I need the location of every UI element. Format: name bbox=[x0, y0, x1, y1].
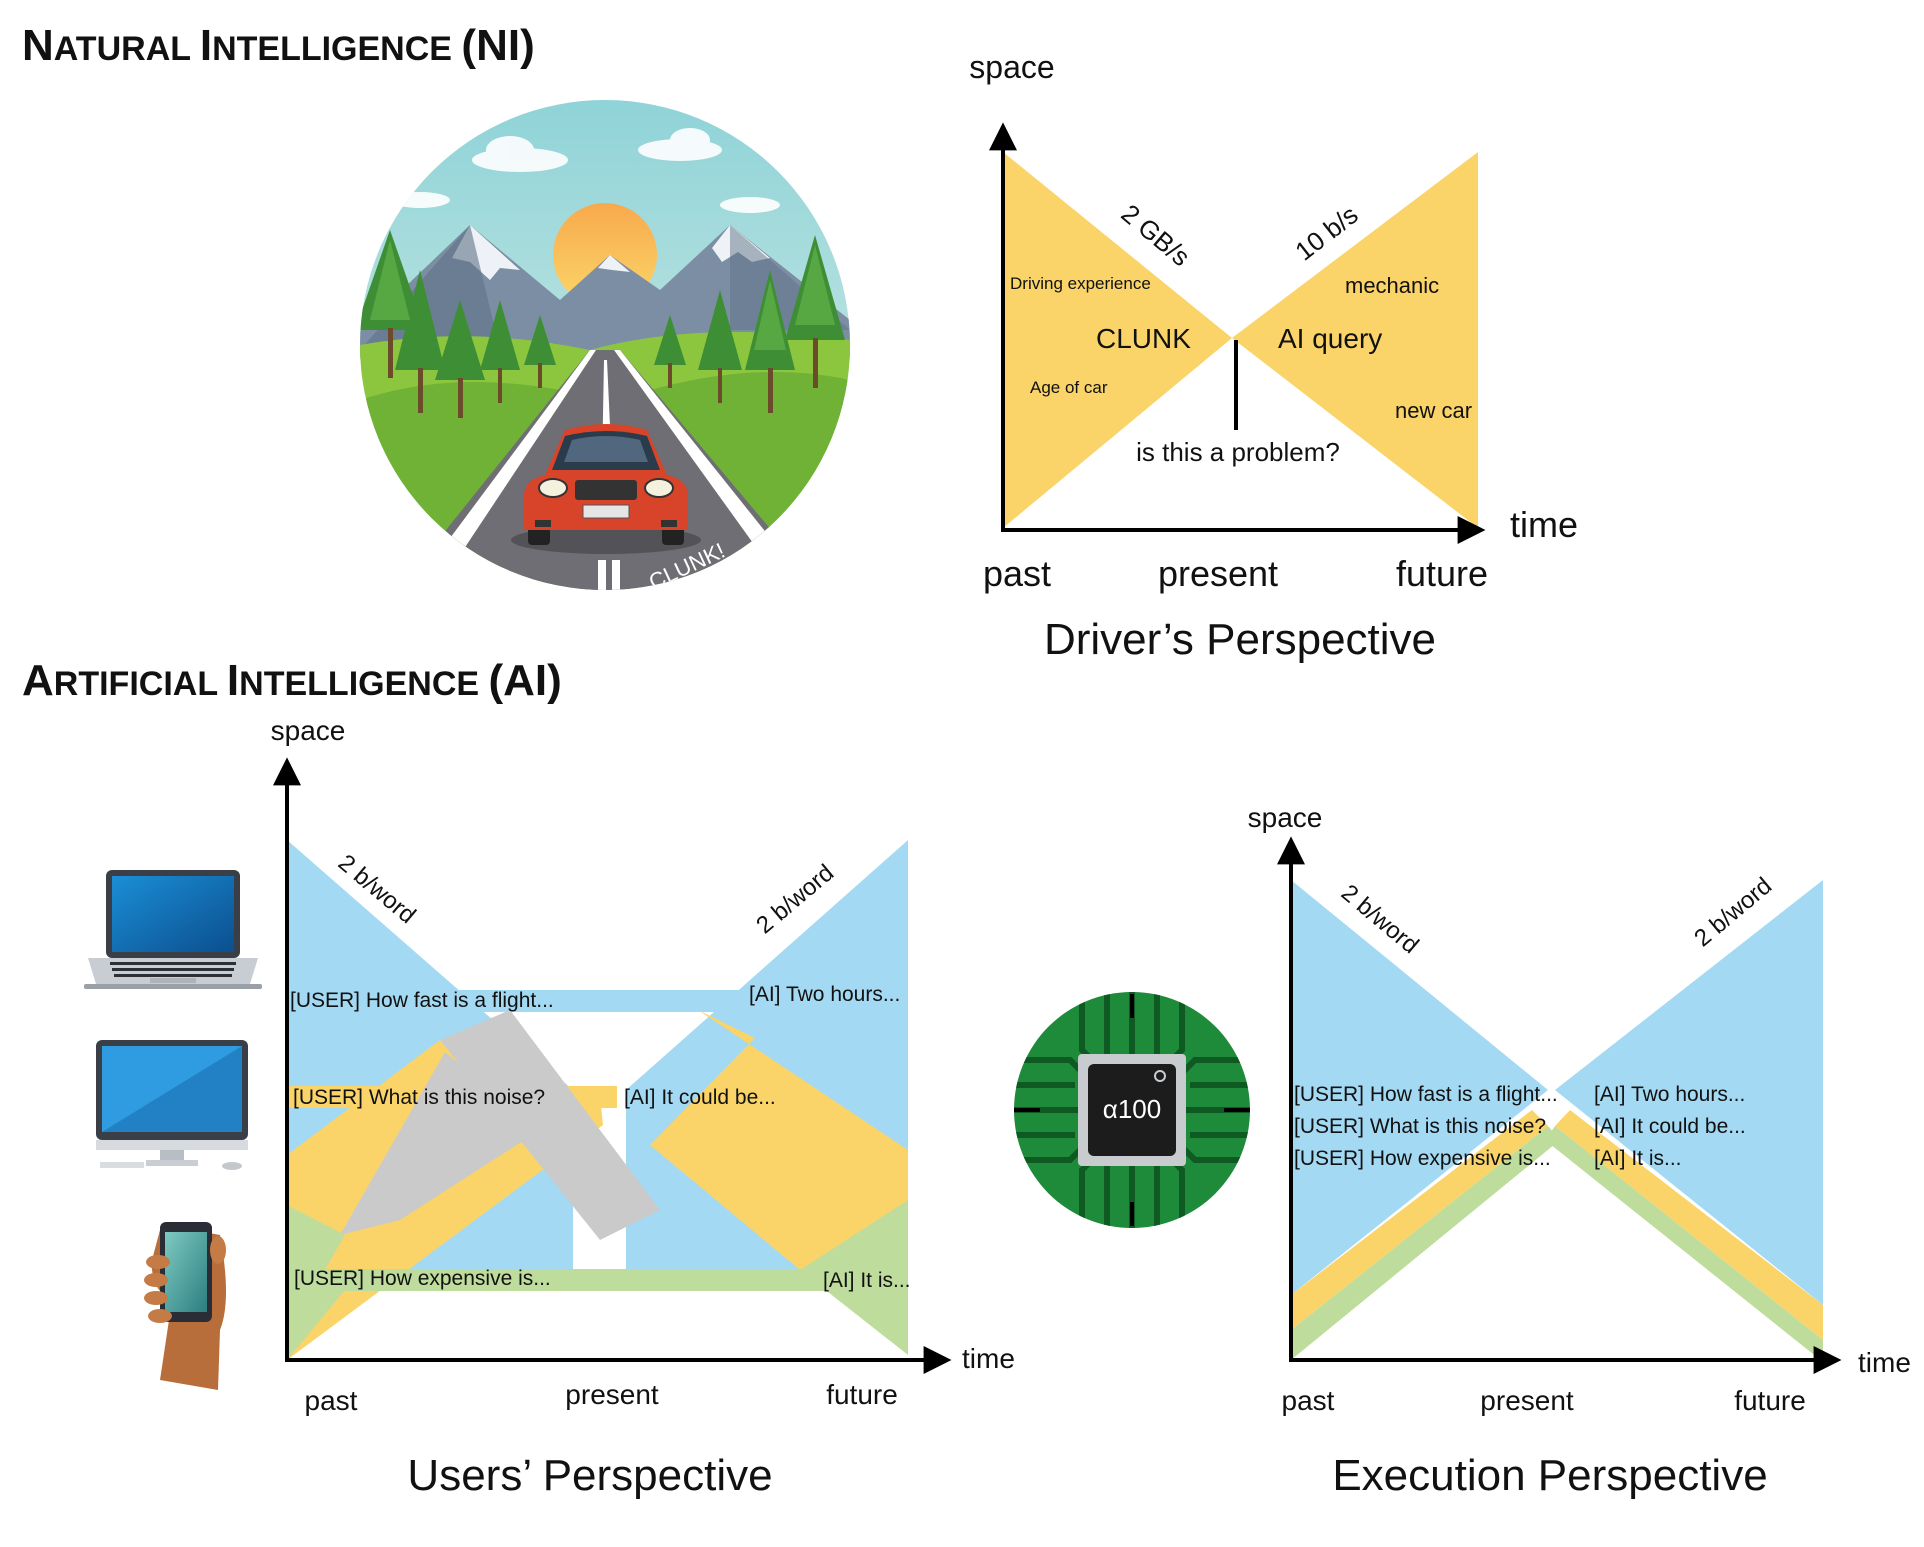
present-question: is this a problem? bbox=[1136, 437, 1340, 467]
driver-perspective-diagram: space time past present future 2 GB/s 10… bbox=[969, 49, 1578, 664]
time-axis-label: time bbox=[1510, 504, 1578, 545]
users-space-label: space bbox=[271, 715, 346, 746]
exec-tick-past: past bbox=[1282, 1385, 1335, 1416]
tick-future: future bbox=[1396, 553, 1488, 594]
exec-yellow-future-band bbox=[1555, 1110, 1823, 1340]
driver-perspective-title: Driver’s Perspective bbox=[1044, 615, 1436, 664]
users-answer-flight: [AI] Two hours... bbox=[749, 983, 900, 1006]
past-wedge bbox=[1003, 152, 1232, 528]
past-item-age-of-car: Age of car bbox=[1030, 378, 1108, 397]
exec-query-flight: [USER] How fast is a flight... bbox=[1294, 1083, 1558, 1106]
users-answer-expensive: [AI] It is... bbox=[823, 1269, 911, 1292]
users-green-corner bbox=[287, 1290, 345, 1360]
exec-green-future-band bbox=[1545, 1126, 1823, 1362]
future-item-ai-query: AI query bbox=[1278, 323, 1382, 354]
users-yellow-future-area bbox=[650, 1010, 908, 1270]
users-tick-past: past bbox=[305, 1385, 358, 1416]
past-item-clunk: CLUNK bbox=[1096, 323, 1191, 354]
users-gray-mid-area bbox=[340, 1052, 540, 1235]
execution-perspective-title: Execution Perspective bbox=[1332, 1451, 1767, 1500]
future-item-mechanic: mechanic bbox=[1345, 273, 1439, 298]
heading-natural-intelligence: NATURAL INTELLIGENCE (NI) bbox=[22, 21, 535, 70]
users-query-noise: [USER] What is this noise? bbox=[293, 1086, 545, 1109]
tick-present: present bbox=[1158, 553, 1278, 594]
trees-icon bbox=[360, 230, 845, 418]
users-perspective-diagram: space time past present future 2 b/word … bbox=[271, 715, 1015, 1500]
laptop-icon bbox=[84, 870, 262, 989]
future-item-new-car: new car bbox=[1395, 398, 1472, 423]
execution-perspective-diagram: space time past present future 2 b/word … bbox=[1248, 802, 1911, 1500]
users-tick-present: present bbox=[565, 1379, 659, 1410]
exec-answer-flight: [AI] Two hours... bbox=[1594, 1083, 1745, 1106]
smartphone-in-hand-icon bbox=[144, 1222, 226, 1390]
chip-label: α100 bbox=[1103, 1094, 1161, 1124]
exec-query-noise: [USER] What is this noise? bbox=[1294, 1115, 1546, 1138]
past-item-driving-experience: Driving experience bbox=[1010, 274, 1151, 293]
tick-past: past bbox=[983, 553, 1051, 594]
exec-blue-future-area bbox=[1555, 880, 1823, 1305]
exec-answer-expensive: [AI] It is... bbox=[1594, 1147, 1682, 1170]
heading-artificial-intelligence: ARTIFICIAL INTELLIGENCE (AI) bbox=[22, 656, 562, 705]
exec-time-label: time bbox=[1858, 1347, 1911, 1378]
users-gray-past-area bbox=[440, 1010, 660, 1240]
users-time-label: time bbox=[962, 1343, 1015, 1374]
users-blue-band bbox=[287, 990, 908, 1012]
exec-query-expensive: [USER] How expensive is... bbox=[1294, 1147, 1551, 1170]
red-car-icon bbox=[511, 424, 701, 554]
users-green-band bbox=[287, 1269, 908, 1291]
exec-answer-noise: [AI] It could be... bbox=[1594, 1115, 1746, 1138]
users-answer-noise: [AI] It could be... bbox=[624, 1086, 776, 1109]
exec-space-label: space bbox=[1248, 802, 1323, 833]
driving-scene-illustration: CLUNK! bbox=[360, 100, 850, 590]
exec-yellow-past-band bbox=[1291, 1110, 1548, 1330]
exec-green-past-band bbox=[1291, 1126, 1560, 1360]
space-axis-label: space bbox=[969, 49, 1054, 85]
users-query-expensive: [USER] How expensive is... bbox=[294, 1267, 551, 1290]
exec-tick-future: future bbox=[1734, 1385, 1806, 1416]
users-query-flight: [USER] How fast is a flight... bbox=[290, 989, 554, 1012]
future-wedge bbox=[1232, 152, 1478, 528]
desktop-monitor-icon bbox=[96, 1040, 248, 1170]
users-tick-future: future bbox=[826, 1379, 898, 1410]
exec-tick-present: present bbox=[1480, 1385, 1574, 1416]
users-perspective-title: Users’ Perspective bbox=[407, 1451, 772, 1500]
exec-blue-past-area bbox=[1291, 880, 1548, 1295]
a100-chip-icon: α100 bbox=[1014, 992, 1250, 1228]
